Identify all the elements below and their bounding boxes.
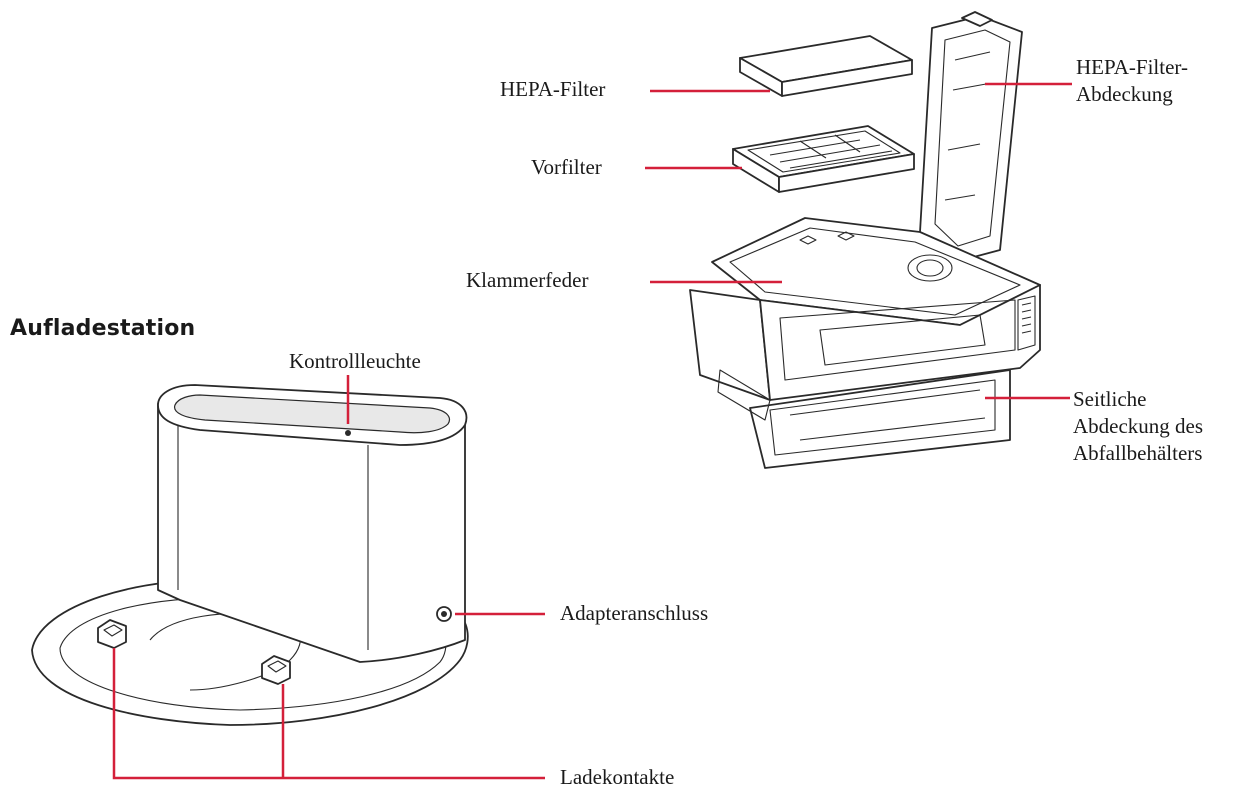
label-hepa-filter: HEPA-Filter [500,77,606,101]
leader-lines [112,82,1072,780]
label-adapter-port: Adapteranschluss [560,601,709,625]
label-prefilter: Vorfilter [531,155,602,179]
label-hepa-cover-line1: HEPA-Filter- [1076,55,1188,79]
leader-charging-contacts [112,648,545,780]
prefilter-drawing [732,125,915,193]
label-side-cover-line2: Abdeckung des [1073,414,1204,438]
label-side-cover-line3: Abfallbehälters [1073,441,1203,465]
label-side-cover: Seitliche Abdeckung des Abfallbehälters [1073,386,1203,467]
dustbin-drawing [689,11,1041,469]
hepa-filter-drawing [739,35,913,97]
label-side-cover-line1: Seitliche [1073,387,1147,411]
label-clip-spring: Klammerfeder [466,268,589,292]
label-indicator-light: Kontrollleuchte [289,349,421,373]
label-hepa-cover: HEPA-Filter- Abdeckung [1076,54,1188,108]
section-title: Aufladestation [10,316,196,341]
charging-station-drawing [31,384,469,726]
label-charging-contacts: Ladekontakte [560,765,675,789]
label-hepa-cover-line2: Abdeckung [1076,82,1173,106]
